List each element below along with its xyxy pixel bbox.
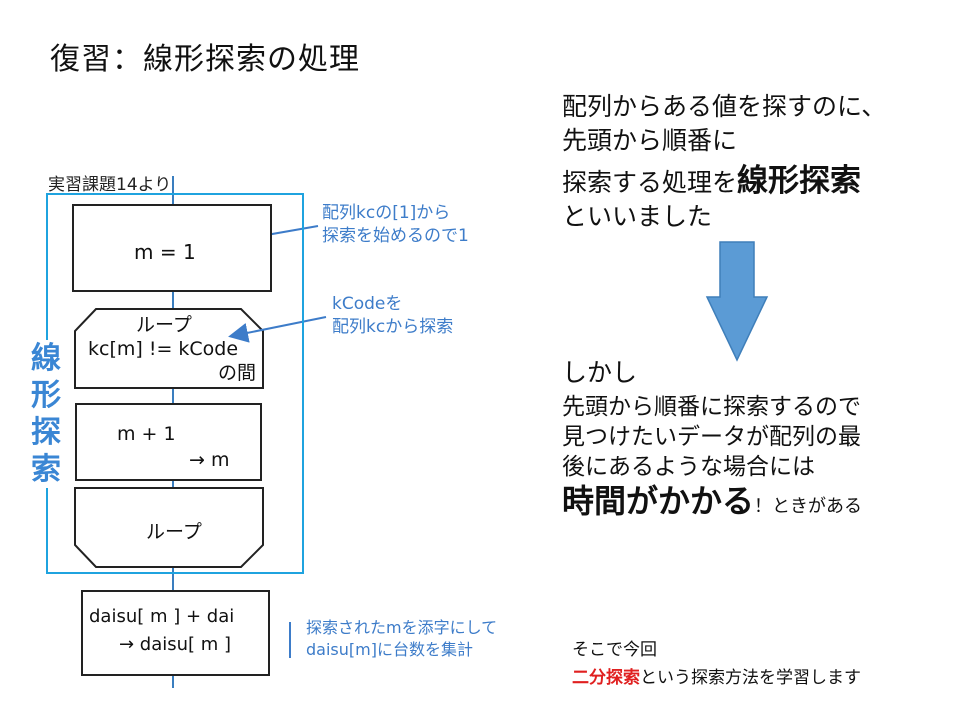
increment-process-box: m + 1 → m (75, 403, 262, 481)
problem-block: しかし 先頭から順番に探索するので 見つけたいデータが配列の最 後にあるような場… (562, 358, 862, 522)
loop-note-arrow (228, 316, 327, 343)
explanation-block: 配列からある値を探すのに、 先頭から順番に 探索する処理を線形探索 といいました (562, 90, 886, 234)
init-note-line: 探索を始めるので1 (322, 226, 469, 246)
loop-start-shape (74, 308, 264, 389)
accumulate-note-line: daisu[m]に台数を集計 (306, 640, 473, 659)
section-label-char: 線 (31, 341, 61, 376)
loop-start-text: ループ kc[m] != kCode の間 (80, 313, 258, 385)
explanation-line: 配列からある値を探すのに、 (562, 92, 887, 121)
slide-title: 復習：線形探索の処理 (50, 42, 360, 77)
accumulate-process-box: daisu[ m ] + dai → daisu[ m ] (81, 590, 270, 676)
loop-note: kCodeを 配列kcから探索 (332, 293, 453, 339)
section-label: 線 形 探 索 (26, 340, 66, 488)
loop-start-condition: kc[m] != kCode (88, 338, 239, 360)
increment-assign: → m (189, 449, 230, 471)
init-process-box: m = 1 (72, 204, 272, 292)
explanation-line-emph: 探索する処理を線形探索 (562, 164, 886, 200)
problem-line: 見つけたいデータが配列の最 (562, 424, 861, 450)
next-topic-block: そこで今回 二分探索という探索方法を学習します (572, 636, 861, 692)
loop-note-line: kCodeを (332, 294, 403, 314)
accumulate-expression: daisu[ m ] + dai (89, 606, 235, 627)
accumulate-note-line: 探索されたmを添字にして (306, 618, 498, 637)
accumulate-assign: → daisu[ m ] (119, 634, 232, 655)
problem-line: しかし (562, 358, 638, 387)
source-label: 実習課題14より (48, 175, 172, 195)
section-label-char: 索 (31, 452, 61, 487)
loop-end-text: ループ (146, 521, 202, 543)
explanation-line: 先頭から順番に (562, 126, 738, 155)
next-topic-line-emph: 二分探索という探索方法を学習します (572, 664, 861, 692)
section-label-char: 探 (31, 415, 61, 450)
explanation-line-prefix: 探索する処理を (562, 168, 738, 197)
problem-emph-line: 時間がかかる！ときがある (562, 485, 863, 522)
increment-expression: m + 1 (117, 423, 176, 445)
problem-line: 先頭から順番に探索するので (562, 394, 861, 420)
loop-start-while: の間 (217, 362, 256, 384)
next-topic-suffix: という探索方法を学習します (640, 668, 861, 688)
loop-end-shape (74, 487, 264, 568)
accumulate-note: 探索されたmを添字にして daisu[m]に台数を集計 (306, 617, 497, 661)
next-topic-line: そこで今回 (572, 640, 657, 660)
down-arrow-icon (705, 241, 769, 362)
loop-note-line: 配列kcから探索 (332, 317, 454, 337)
init-note: 配列kcの[1]から 探索を始めるので1 (322, 202, 469, 248)
init-process-text: m = 1 (134, 240, 196, 264)
problem-line: 後にあるような場合には (562, 454, 815, 480)
loop-start-label: ループ (136, 314, 192, 336)
binary-search-term: 二分探索 (572, 668, 640, 688)
problem-suffix: ！ときがある (754, 496, 863, 517)
explanation-line: といいました (562, 202, 713, 231)
linear-search-term: 線形探索 (737, 163, 862, 199)
takes-time-phrase: 時間がかかる (562, 482, 755, 520)
init-note-line: 配列kcの[1]から (322, 203, 451, 223)
section-label-char: 形 (31, 378, 61, 413)
